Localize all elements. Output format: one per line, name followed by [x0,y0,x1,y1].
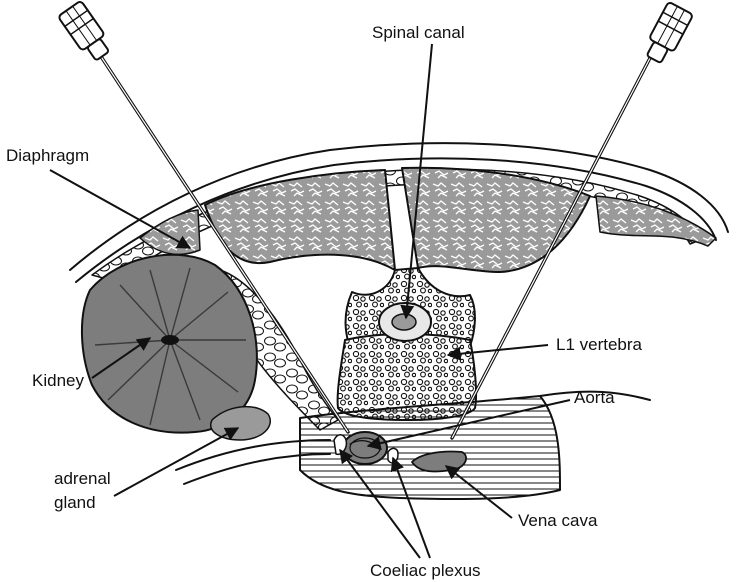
kidney-shape [82,255,257,433]
adrenal-gland-arrow [114,428,238,496]
label-l1-vertebra: L1 vertebra [556,335,643,354]
label-spinal-canal: Spinal canal [372,23,465,42]
diaphragm-arrow [50,170,190,248]
spinal-cord [392,314,416,330]
label-kidney: Kidney [32,371,84,390]
label-diaphragm: Diaphragm [6,146,89,165]
label-aorta: Aorta [574,388,615,407]
label-adrenal-gland-line2: gland [54,493,96,512]
l1-vertebra-shape [338,268,476,420]
aorta-shape [343,432,387,464]
label-adrenal-gland-line1: adrenal [54,469,111,488]
label-vena-cava: Vena cava [518,511,598,530]
paraspinal-muscles [140,168,716,272]
label-coeliac-plexus: Coeliac plexus [370,561,481,580]
